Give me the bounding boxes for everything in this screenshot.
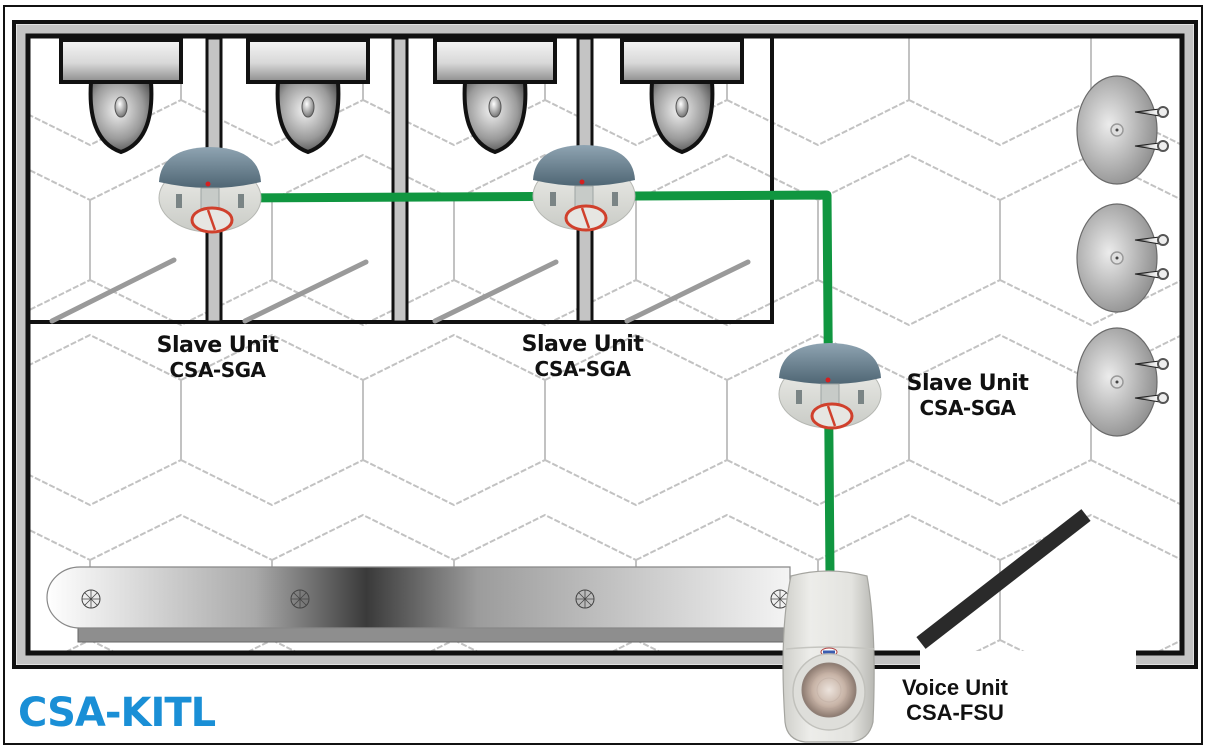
product-title: CSA-KITL	[18, 690, 216, 736]
voice-unit-label: Voice Unit CSA-FSU	[870, 675, 1040, 725]
slave-unit-model: CSA-SGA	[919, 395, 1016, 420]
voice-unit-name: Voice Unit	[902, 675, 1008, 700]
slave-unit-name: Slave Unit	[156, 333, 279, 358]
tap-icon	[575, 589, 595, 609]
toilet-icon	[246, 38, 370, 155]
slave-unit-model: CSA-SGA	[534, 356, 631, 381]
slave-unit-icon	[532, 145, 636, 232]
wash-basin-icon	[1076, 327, 1169, 437]
slave-unit-model: CSA-SGA	[169, 357, 266, 382]
slave-unit-name: Slave Unit	[521, 332, 644, 357]
toilet-icon	[620, 38, 744, 155]
slave-unit-icon	[778, 343, 882, 430]
slave-unit-icon	[158, 147, 262, 234]
tap-icon	[81, 589, 101, 609]
slave-unit-label-1: Slave Unit CSA-SGA	[130, 333, 305, 382]
slave-unit-label-3: Slave Unit CSA-SGA	[880, 371, 1055, 420]
tap-icon	[290, 589, 310, 609]
toilet-icon	[433, 38, 557, 155]
alarm-cable	[239, 190, 835, 576]
toilet-icon	[59, 38, 183, 155]
voice-unit-icon	[782, 570, 875, 743]
vanity-counter	[46, 566, 793, 643]
entrance-door	[916, 509, 1091, 649]
cubicle-doors	[49, 257, 751, 324]
wash-basin-icon	[1076, 203, 1169, 313]
slave-unit-name: Slave Unit	[906, 371, 1029, 396]
voice-unit-model: CSA-FSU	[906, 699, 1004, 725]
slave-unit-label-2: Slave Unit CSA-SGA	[495, 332, 670, 381]
wash-basin-icon	[1076, 75, 1169, 185]
